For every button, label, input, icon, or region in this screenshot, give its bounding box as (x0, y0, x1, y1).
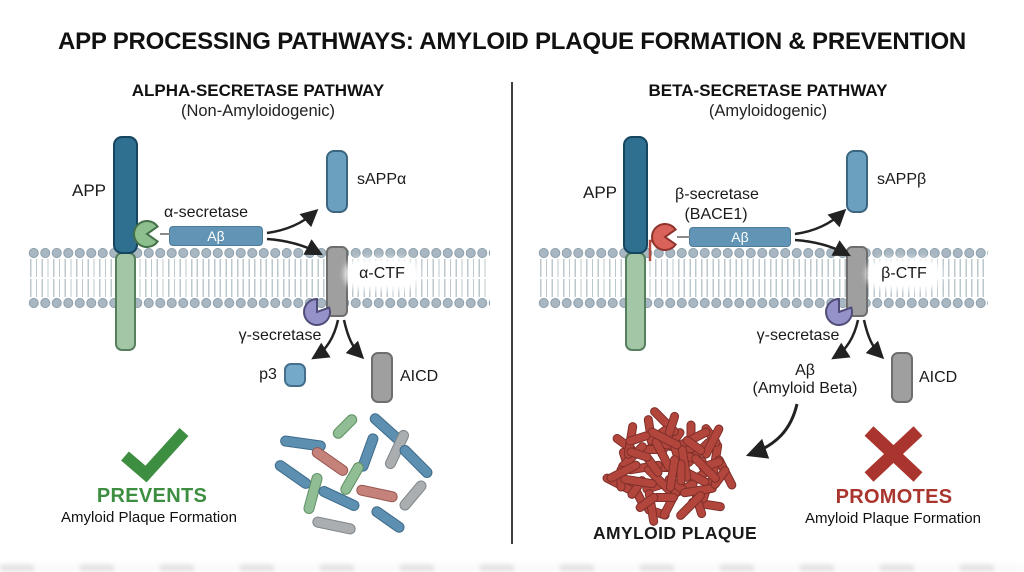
lipid-tails-top (28, 259, 490, 277)
left-pathway-title: ALPHA-SECRETASE PATHWAY (131, 81, 385, 100)
left-pathway-subtitle: (Non-Amyloidogenic) (180, 102, 336, 120)
promotes-label: PROMOTES (835, 486, 953, 508)
watermark-smudge (0, 564, 1024, 572)
abeta-segment-bar-right: Aβ (689, 227, 791, 247)
arrow-to-sapp-beta (794, 208, 847, 236)
right-pathway-header: BETA-SECRETASE PATHWAY (Amyloidogenic) (512, 80, 1024, 122)
amyloid-beta-sublabel: (Amyloid Beta) (752, 380, 858, 397)
abeta-fragment (397, 477, 429, 513)
app-transmembrane-domain-right (625, 252, 646, 351)
sapp-beta-fragment (846, 150, 868, 213)
sapp-alpha-label: sAPPα (357, 171, 407, 188)
bace1-label: (BACE1) (684, 206, 748, 223)
beta-ctf-label: β-CTF (870, 262, 938, 286)
abeta-fragment (311, 515, 357, 535)
aicd-label-right: AICD (919, 369, 958, 386)
alpha-ctf-label: α-CTF (348, 262, 416, 286)
lipid-heads-bottom (538, 297, 988, 309)
lipid-heads-top (28, 247, 490, 259)
app-extracellular-domain-left (113, 136, 138, 254)
app-label-right: APP (582, 183, 618, 202)
abeta-label: Aβ (795, 362, 815, 379)
beta-ctf-fragment (846, 246, 868, 317)
aicd-fragment-right (891, 352, 913, 403)
left-pathway-header: ALPHA-SECRETASE PATHWAY (Non-Amyloidogen… (2, 80, 514, 122)
abeta-fragment (330, 411, 360, 441)
arrow-to-aicd-left (342, 319, 365, 360)
sapp-alpha-fragment (326, 150, 348, 213)
arrow-to-sapp-alpha (266, 209, 319, 235)
lipid-heads-top (538, 247, 988, 259)
lipid-heads-bottom (28, 297, 490, 309)
prevents-label: PREVENTS (96, 485, 208, 507)
arrow-to-amyloid-plaque (745, 403, 799, 459)
arrow-to-aicd-right (862, 319, 885, 360)
p3-label: p3 (259, 366, 277, 383)
lipid-bilayer-left (28, 247, 490, 309)
alpha-ctf-fragment (326, 246, 348, 317)
p3-fragment (284, 363, 306, 387)
promotes-sublabel: Amyloid Plaque Formation (805, 510, 981, 527)
right-pathway-subtitle: (Amyloidogenic) (708, 102, 828, 120)
aicd-label-left: AICD (400, 368, 439, 385)
sapp-beta-label: sAPPβ (877, 171, 927, 188)
app-extracellular-domain-right (623, 136, 648, 254)
beta-secretase-label: β-secretase (675, 186, 759, 203)
panel-divider (511, 82, 513, 544)
abeta-fragment (397, 442, 435, 480)
amyloid-plaque-label: AMYLOID PLAQUE (592, 523, 758, 543)
app-transmembrane-domain-left (115, 252, 136, 351)
app-label-left: APP (71, 181, 107, 200)
abeta-segment-bar-left: Aβ (169, 226, 263, 246)
abeta-fragment (355, 483, 399, 503)
cross-icon (864, 426, 923, 482)
abeta-fragment (272, 457, 314, 491)
prevents-sublabel: Amyloid Plaque Formation (61, 509, 237, 526)
lipid-tails-bottom (28, 279, 490, 297)
alpha-secretase-label: α-secretase (164, 204, 248, 221)
gamma-secretase-label-right: γ-secretase (756, 327, 840, 344)
page-title: APP PROCESSING PATHWAYS: AMYLOID PLAQUE … (57, 28, 967, 55)
checkmark-icon (121, 427, 189, 483)
right-pathway-title: BETA-SECRETASE PATHWAY (648, 81, 888, 100)
gamma-secretase-label-left: γ-secretase (238, 327, 322, 344)
aicd-fragment-left (371, 352, 393, 403)
